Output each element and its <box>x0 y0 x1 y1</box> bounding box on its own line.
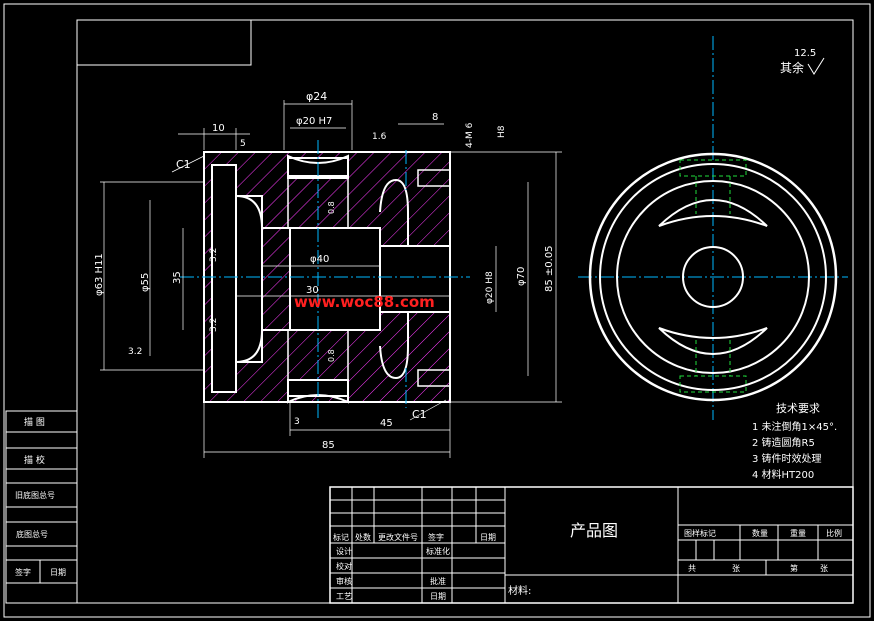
strip-label: 旧底图总号 <box>15 490 55 500</box>
dim-label: 35 <box>172 271 183 284</box>
end-view <box>578 36 848 420</box>
rev-header: 签字 <box>428 532 444 542</box>
strip-label: 底图总号 <box>16 529 48 539</box>
dim-label: 1.6 <box>372 132 387 142</box>
role-label: 设计 <box>336 546 352 556</box>
role-label: 校对 <box>336 561 352 571</box>
dim-label: 30 <box>306 285 319 296</box>
rev-header: 标记 <box>333 532 349 542</box>
roughness-label: 0.8 <box>327 201 336 214</box>
strip-label: 日期 <box>50 568 66 577</box>
dim-label: φ55 <box>140 273 151 292</box>
sheet-total-unit: 张 <box>732 564 740 573</box>
dim-label: 8 <box>432 112 438 123</box>
role-label: 审核 <box>336 576 352 586</box>
dim-label: φ70 <box>516 267 527 286</box>
role-label: 工艺 <box>336 592 352 601</box>
dim-label: φ40 <box>310 254 329 265</box>
tech-req-title: 技术要求 <box>776 402 820 415</box>
tech-req-item: 3 铸件时效处理 <box>752 452 822 465</box>
dim-label: C1 <box>176 158 191 171</box>
dim-label: H8 <box>497 125 507 138</box>
tech-req-item: 1 未注倒角1×45°. <box>752 420 837 433</box>
dim-label: 4-M 6 <box>465 122 475 148</box>
inner-frame <box>76 19 854 604</box>
sheet-page: 第 <box>790 563 798 573</box>
roughness-label: 3.2 <box>209 318 219 332</box>
watermark: www.woc88.com <box>294 293 435 311</box>
tech-requirements: 技术要求 1 未注倒角1×45°. 2 铸造圆角R5 3 铸件时效处理 4 材料… <box>752 402 837 481</box>
dim-label: φ63 H11 <box>94 253 105 296</box>
dim-label: 5 <box>240 139 246 149</box>
roughness-note-value: 12.5 <box>794 48 816 59</box>
dim-label: φ24 <box>306 90 327 103</box>
strip-label: 签字 <box>15 567 31 577</box>
code-box <box>76 19 252 66</box>
rev-header: 更改文件号 <box>378 532 418 542</box>
sheet-border <box>3 3 871 618</box>
dim-label: 85 <box>322 440 335 451</box>
role-label: 日期 <box>430 592 446 601</box>
attr-header: 图样标记 <box>684 528 716 538</box>
dim-label: φ20 H8 <box>485 271 495 304</box>
attr-header: 数量 <box>752 528 768 538</box>
title-block: 标记 处数 更改文件号 签字 日期 设计 校对 审核 工艺 标准化 批准 日期 … <box>329 486 854 604</box>
material-label: 材料: <box>508 584 531 597</box>
sheet-page-unit: 张 <box>820 564 828 573</box>
section-view: φ24 φ20 H7 10 5 1.6 8 4-M 6 H8 C1 φ63 H1… <box>94 90 562 458</box>
role-label: 批准 <box>430 576 446 586</box>
tech-req-item: 2 铸造圆角R5 <box>752 436 815 449</box>
tech-req-item: 4 材料HT200 <box>752 468 814 481</box>
rev-header: 日期 <box>480 533 496 542</box>
roughness-label: 3.2 <box>209 248 219 262</box>
dim-label: φ20 H7 <box>296 116 332 127</box>
role-label: 标准化 <box>426 546 450 556</box>
attr-header: 重量 <box>790 528 806 538</box>
left-strip: 描 图 描 校 旧底图总号 底图总号 签字 日期 <box>5 410 78 604</box>
roughness-label: 0.8 <box>327 349 336 362</box>
sheet-total: 共 <box>688 564 696 573</box>
strip-label: 描 图 <box>24 416 45 428</box>
dim-label: 10 <box>212 123 225 134</box>
roughness-note: 12.5 其余 <box>780 48 825 75</box>
dim-label: 3 <box>294 417 300 427</box>
dim-label: 85 ±0.05 <box>544 245 555 292</box>
product-name: 产品图 <box>570 521 618 540</box>
strip-label: 描 校 <box>24 454 45 466</box>
attr-header: 比例 <box>826 528 842 538</box>
roughness-label: 3.2 <box>128 347 142 357</box>
rev-header: 处数 <box>355 532 371 542</box>
dim-label: C1 <box>412 408 427 421</box>
roughness-note-label: 其余 <box>780 60 804 75</box>
dim-label: 45 <box>380 418 393 429</box>
